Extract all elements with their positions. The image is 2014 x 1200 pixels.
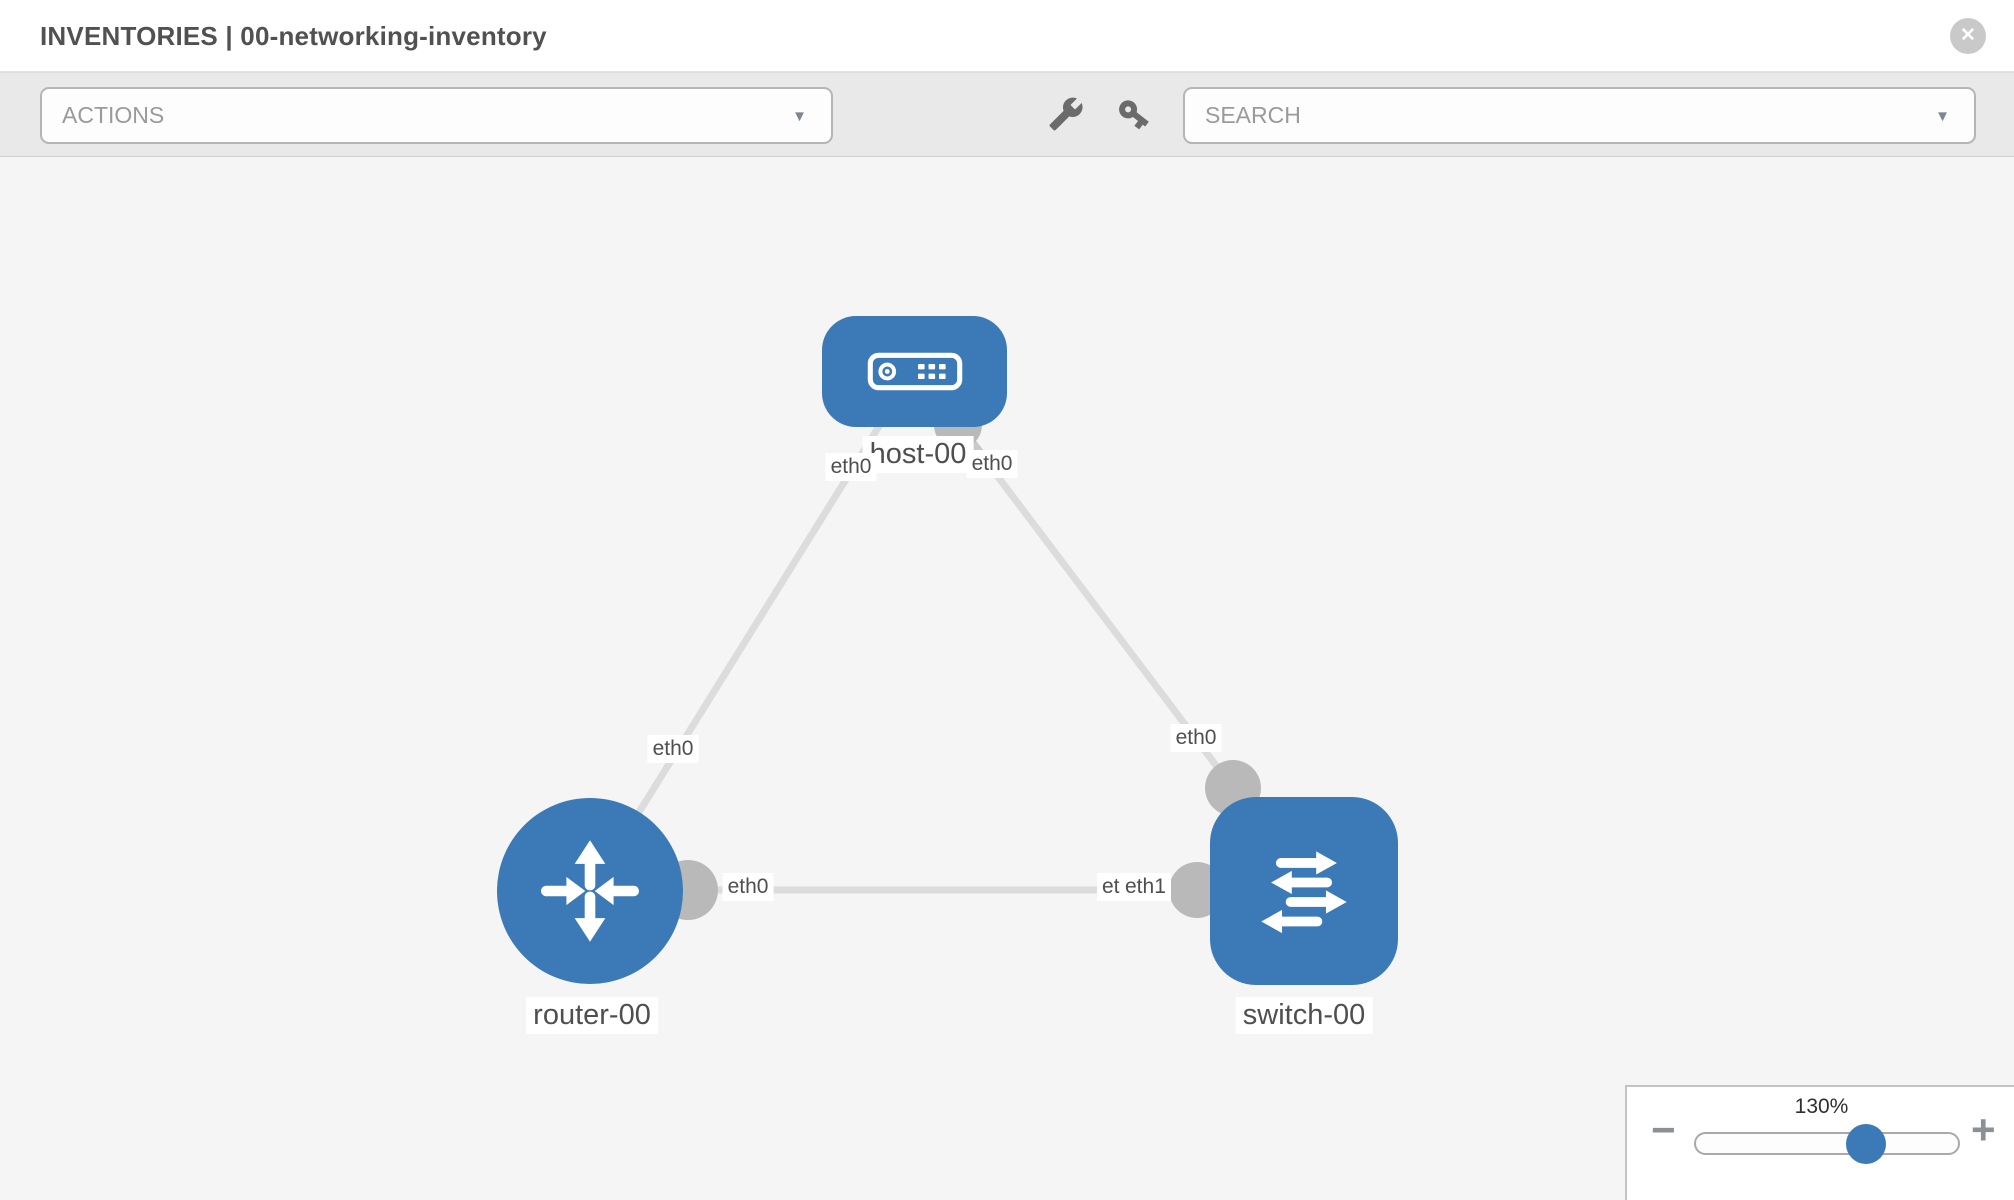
topology-canvas[interactable]: host-00 router-00 switch-00 eth0 eth0 et…: [0, 157, 2014, 1200]
zoom-slider[interactable]: [1694, 1124, 1960, 1164]
chevron-down-icon: ▼: [792, 108, 807, 125]
chevron-down-icon: ▼: [1935, 108, 1950, 125]
configure-button[interactable]: [1046, 95, 1086, 135]
credentials-button[interactable]: [1114, 95, 1154, 135]
node-label-host: host-00: [862, 436, 974, 473]
if-label-router-lan: eth0: [722, 873, 774, 901]
zoom-out-button[interactable]: −: [1651, 1106, 1676, 1153]
host-icon: [867, 352, 963, 391]
if-label-switch-lan-eth1: eth1: [1120, 873, 1171, 901]
search-dropdown[interactable]: SEARCH ▼: [1183, 87, 1976, 144]
if-label-host-left: eth0: [825, 453, 877, 481]
wrench-icon: [1048, 97, 1084, 135]
if-label-switch-uplink: eth0: [1170, 724, 1222, 752]
toolbar: ACTIONS ▼ SEARCH ▼: [0, 72, 2014, 157]
actions-dropdown-label: ACTIONS: [62, 102, 165, 128]
close-icon: ✕: [1960, 25, 1976, 46]
zoom-slider-thumb[interactable]: [1846, 1124, 1886, 1164]
node-router-00[interactable]: [497, 798, 683, 984]
node-label-router: router-00: [526, 997, 658, 1034]
zoom-panel: 130% − +: [1625, 1085, 2014, 1200]
zoom-in-button[interactable]: +: [1971, 1106, 1996, 1153]
if-label-router-uplink: eth0: [647, 735, 699, 763]
close-button[interactable]: ✕: [1950, 18, 1986, 54]
zoom-level: 130%: [1794, 1095, 1849, 1118]
page-title: INVENTORIES | 00-networking-inventory: [40, 21, 547, 51]
router-icon: [531, 832, 649, 950]
if-label-host-right: eth0: [966, 450, 1018, 478]
search-placeholder: SEARCH: [1205, 102, 1301, 128]
node-host-00[interactable]: [822, 316, 1007, 427]
node-label-switch: switch-00: [1235, 997, 1373, 1034]
switch-icon: [1243, 830, 1365, 952]
key-icon: [1116, 99, 1152, 135]
actions-dropdown[interactable]: ACTIONS ▼: [40, 87, 833, 144]
node-switch-00[interactable]: [1210, 797, 1398, 985]
titlebar: INVENTORIES | 00-networking-inventory ✕: [0, 0, 2014, 72]
links-layer: [587, 401, 1304, 920]
